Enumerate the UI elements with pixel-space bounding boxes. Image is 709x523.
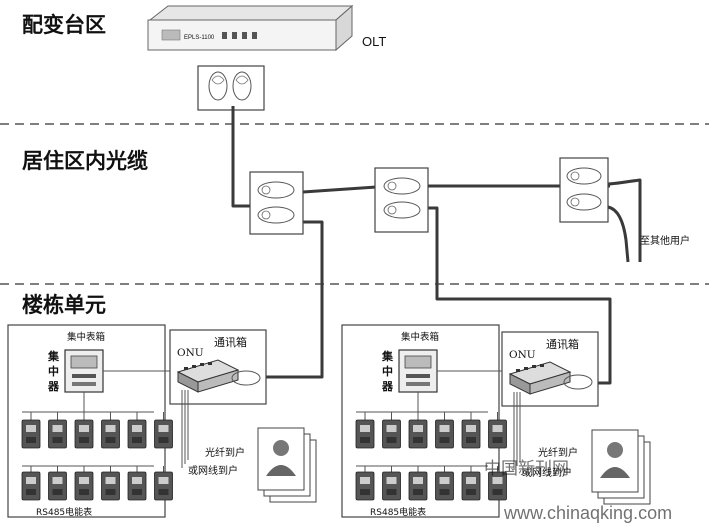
olt-splitter-box <box>197 65 265 111</box>
fiber-to-other-users-2 <box>607 205 630 263</box>
electric-meter-icon <box>127 412 147 449</box>
electric-meter-icon <box>74 466 94 501</box>
concentrator-label-left-3: 器 <box>47 380 60 393</box>
electric-meter-icon <box>435 412 454 449</box>
building-unit-right: 集中表箱 集 中 器 RS485电能表 ONU 通讯箱 光纤到户 或网线到户 <box>341 324 651 518</box>
electric-meter-icon <box>101 412 120 449</box>
olt-label: OLT <box>362 34 386 49</box>
electric-meter-icon <box>21 412 41 449</box>
meter-box-label-right: 集中表箱 <box>401 331 439 343</box>
olt-device: EPLS-1100 <box>147 4 354 52</box>
olt-device-label: EPLS-1100 <box>184 35 215 41</box>
electric-meter-icon <box>382 466 401 501</box>
onu-device-right <box>508 361 572 395</box>
drop-lines-left <box>181 390 189 468</box>
user-icon-right <box>591 429 651 505</box>
splitter-box-2 <box>374 167 429 233</box>
electric-meter-icon <box>382 412 401 449</box>
electric-meter-icon <box>488 412 507 449</box>
fiber-olt-down <box>231 106 250 208</box>
onu-label-right: ONU <box>509 349 536 361</box>
watermark-cn: 中国新刊网 <box>484 459 569 479</box>
fiber-to-home-label-right-1: 光纤到户 <box>538 446 578 459</box>
drop-lines-right <box>513 392 521 470</box>
concentrator-label-right-1: 集 <box>381 349 394 363</box>
concentrator-label-left-2: 中 <box>48 364 59 378</box>
electric-meter-icon <box>154 412 173 449</box>
other-users-label: 至其他用户 <box>640 234 690 247</box>
electric-meter-icon <box>408 412 428 449</box>
fiber-to-right-onu <box>428 206 612 385</box>
electric-meter-icon <box>408 466 428 501</box>
fiber-to-left-onu <box>262 220 324 379</box>
electric-meter-icon <box>154 466 173 501</box>
electric-meter-icon <box>355 466 375 501</box>
electric-meter-icon <box>461 412 481 449</box>
electric-meter-icon <box>74 412 94 449</box>
concentrator-label-right-2: 中 <box>382 364 393 378</box>
section-title-residential-cable: 居住区内光缆 <box>22 149 148 173</box>
electric-meter-icon <box>355 412 375 449</box>
electric-meter-icon <box>48 412 67 449</box>
concentrator-label-right-3: 器 <box>381 380 394 393</box>
concentrator-label-left-1: 集 <box>47 349 60 363</box>
fiber-coil-right <box>563 374 593 390</box>
electric-meter-icon <box>21 466 41 501</box>
electric-meter-icon <box>127 466 147 501</box>
electric-meter-icon <box>101 466 120 501</box>
concentrator-device-left <box>64 349 104 393</box>
meter-box-label-left: 集中表箱 <box>67 331 105 343</box>
onu-device-left <box>176 359 240 393</box>
splitter-box-1 <box>249 171 304 235</box>
comm-box-label-right: 通讯箱 <box>546 337 579 351</box>
building-unit-left: 集中表箱 集 中 器 RS485电能表 ONU 通讯箱 光纤到户 或网线到户 <box>7 324 317 518</box>
fiber-to-home-label-left-1: 光纤到户 <box>205 446 245 459</box>
concentrator-device-right <box>398 349 438 393</box>
electric-meter-icon <box>488 466 507 501</box>
meter-group-left <box>21 411 173 501</box>
section-title-building: 楼栋单元 <box>22 293 106 317</box>
electric-meter-icon <box>48 466 67 501</box>
fiber-to-home-label-right-2: 或网线到户 <box>522 466 572 479</box>
electric-meter-icon <box>461 466 481 501</box>
meters-label-right: RS485电能表 <box>370 506 426 518</box>
onu-label-left: ONU <box>177 347 204 359</box>
watermark-url: www.chinaqking.com <box>503 503 672 523</box>
meters-label-left: RS485电能表 <box>36 506 92 518</box>
comm-box-label-left: 通讯箱 <box>214 335 247 349</box>
fiber-coil-left <box>231 370 261 386</box>
splitter-box-3 <box>559 157 609 223</box>
electric-meter-icon <box>435 466 454 501</box>
user-icon-left <box>257 427 317 503</box>
fiber-to-home-label-left-2: 或网线到户 <box>188 464 238 477</box>
meter-group-right <box>355 411 507 501</box>
section-title-distribution: 配变台区 <box>22 13 106 37</box>
fiber-to-other-users-1 <box>607 178 642 262</box>
